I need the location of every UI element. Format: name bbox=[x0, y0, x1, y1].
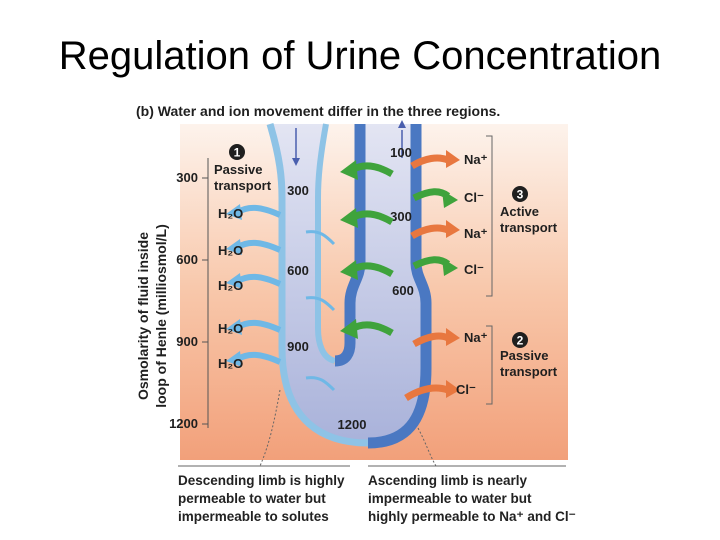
step-3-line1: Active bbox=[500, 204, 539, 219]
diagram-panel: (b) Water and ion movement differ in the… bbox=[130, 98, 580, 530]
ascending-limb-outer-wall bbox=[367, 124, 432, 449]
y-tick-1200: 1200 bbox=[169, 416, 208, 431]
svg-text:3: 3 bbox=[517, 188, 524, 202]
svg-text:900: 900 bbox=[176, 334, 198, 349]
step-3-line2: transport bbox=[500, 220, 558, 235]
descending-value-300: 300 bbox=[287, 183, 309, 198]
bottom-value-1200: 1200 bbox=[338, 417, 367, 432]
step-1-badge: 1 bbox=[229, 144, 245, 160]
ascending-value-600: 600 bbox=[392, 283, 414, 298]
y-axis-label-line2: loop of Henle (milliosmol/L) bbox=[153, 224, 169, 408]
descending-value-900: 900 bbox=[287, 339, 309, 354]
step-2-bracket bbox=[486, 325, 493, 405]
step-2-badge: 2 bbox=[512, 332, 528, 348]
ascending-limb-caption: Ascending limb is nearly impermeable to … bbox=[368, 473, 576, 524]
loop-of-henle-diagram: (b) Water and ion movement differ in the… bbox=[135, 103, 568, 467]
descending-limb-inner-wall bbox=[315, 123, 337, 364]
ion-arrow-na-1: Na⁺ bbox=[410, 150, 488, 170]
y-tick-900: 900 bbox=[176, 334, 208, 349]
ion-arrow-cl-3: Cl⁻ bbox=[404, 380, 476, 402]
panel-heading: (b) Water and ion movement differ in the… bbox=[136, 103, 500, 119]
inner-water-arrow-1 bbox=[305, 230, 336, 246]
y-tick-600: 600 bbox=[176, 252, 208, 267]
flow-out-arrow bbox=[398, 120, 406, 158]
green-arrow-5 bbox=[412, 188, 458, 208]
ascending-value-300: 300 bbox=[390, 209, 412, 224]
svg-text:Cl⁻: Cl⁻ bbox=[456, 382, 476, 397]
green-arrow-4 bbox=[340, 319, 394, 339]
svg-text:1200: 1200 bbox=[169, 416, 198, 431]
descending-value-600: 600 bbox=[287, 263, 309, 278]
y-tick-300: 300 bbox=[176, 170, 208, 185]
svg-text:H₂O: H₂O bbox=[218, 321, 243, 336]
ascending-pointer bbox=[417, 427, 437, 467]
green-arrow-6 bbox=[412, 256, 458, 276]
water-arrow-3: H₂O bbox=[218, 273, 282, 293]
ascending-value-100: 100 bbox=[390, 145, 412, 160]
green-arrow-3 bbox=[340, 260, 394, 280]
svg-text:600: 600 bbox=[176, 252, 198, 267]
water-arrow-2: H₂O bbox=[218, 239, 282, 258]
inner-water-arrow-2 bbox=[305, 296, 336, 312]
svg-text:H₂O: H₂O bbox=[218, 356, 243, 371]
svg-text:Na⁺: Na⁺ bbox=[464, 330, 488, 345]
step-2-line1: Passive bbox=[500, 348, 548, 363]
ion-arrow-na-3: Na⁺ bbox=[412, 328, 488, 348]
svg-text:Cl⁻: Cl⁻ bbox=[464, 190, 484, 205]
ascending-limb-inner-wall bbox=[334, 124, 366, 367]
step-2-line2: transport bbox=[500, 364, 558, 379]
green-arrow-1 bbox=[340, 160, 394, 180]
svg-text:2: 2 bbox=[517, 334, 524, 348]
y-axis-label-line1: Osmolarity of fluid inside bbox=[135, 232, 151, 400]
descending-limb-caption: Descending limb is highly permeable to w… bbox=[178, 473, 345, 524]
ion-arrow-cl-1: Cl⁻ bbox=[464, 190, 484, 205]
ion-arrow-na-2: Na⁺ bbox=[410, 220, 488, 241]
svg-text:H₂O: H₂O bbox=[218, 206, 243, 221]
ion-arrow-cl-2: Cl⁻ bbox=[464, 262, 484, 277]
svg-text:1: 1 bbox=[234, 146, 241, 160]
loop-fluid bbox=[270, 124, 426, 443]
water-arrow-1: H₂O bbox=[218, 204, 282, 221]
green-arrow-2 bbox=[340, 208, 394, 228]
svg-text:Na⁺: Na⁺ bbox=[464, 152, 488, 167]
svg-text:Cl⁻: Cl⁻ bbox=[464, 262, 484, 277]
svg-text:300: 300 bbox=[176, 170, 198, 185]
step-3-bracket bbox=[486, 135, 493, 297]
slide-title: Regulation of Urine Concentration bbox=[58, 34, 662, 78]
descending-pointer bbox=[259, 389, 281, 467]
svg-text:H₂O: H₂O bbox=[218, 243, 243, 258]
inner-water-arrow-3 bbox=[305, 376, 336, 392]
water-arrow-4: H₂O bbox=[218, 319, 282, 336]
step-1-line1: Passive bbox=[214, 162, 262, 177]
flow-in-arrow bbox=[292, 128, 300, 166]
water-arrow-5: H₂O bbox=[218, 351, 282, 371]
svg-text:H₂O: H₂O bbox=[218, 278, 243, 293]
descending-limb-outer-wall bbox=[266, 123, 369, 447]
step-1-line2: transport bbox=[214, 178, 272, 193]
svg-text:Na⁺: Na⁺ bbox=[464, 226, 488, 241]
step-3-badge: 3 bbox=[512, 186, 528, 202]
